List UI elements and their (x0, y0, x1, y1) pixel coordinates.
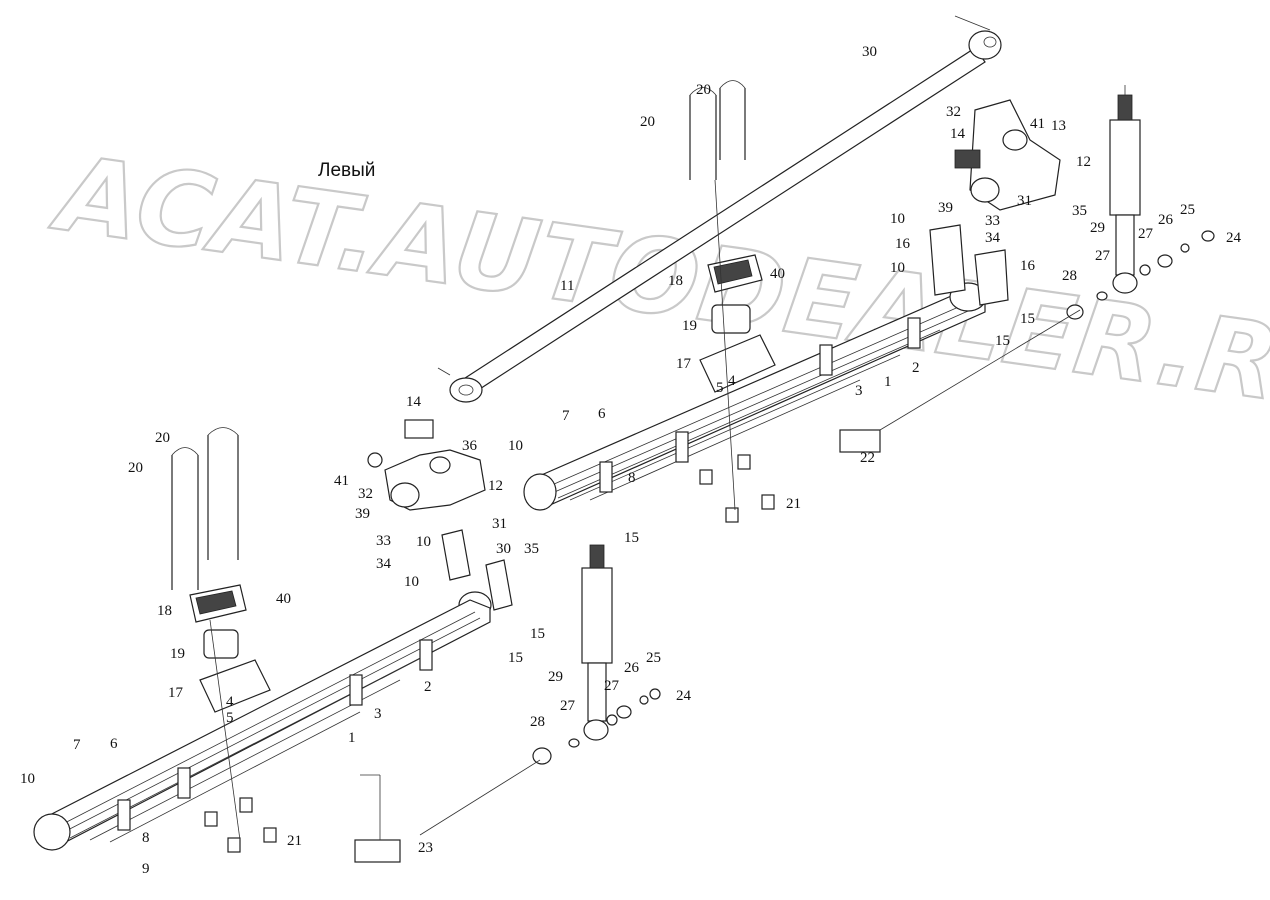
label-25: 25 (1180, 202, 1195, 218)
label-31b: 31 (492, 516, 507, 532)
label-7b: 7 (73, 737, 81, 753)
label-12: 12 (1076, 154, 1091, 170)
label-15b: 15 (995, 333, 1010, 349)
label-32b: 32 (358, 486, 373, 502)
label-33: 33 (985, 213, 1000, 229)
label-15d: 15 (530, 626, 545, 642)
left-shock-absorber (209, 179, 736, 841)
label-16b: 16 (1020, 258, 1036, 274)
label-40a: 40 (770, 266, 785, 282)
left-bracket (367, 419, 513, 619)
part-labels: 30 32 14 41 13 12 31 39 33 34 35 29 27 2… (20, 44, 1242, 877)
label-31: 31 (1017, 193, 1032, 209)
label-33b: 33 (376, 533, 391, 549)
label-21a: 21 (786, 496, 801, 512)
label-28b: 28 (530, 714, 545, 730)
label-18a: 18 (668, 273, 683, 289)
label-5a: 5 (716, 380, 724, 396)
label-39b: 39 (355, 506, 370, 522)
label-4b: 4 (226, 694, 234, 710)
label-26b: 26 (624, 660, 640, 676)
label-20c: 20 (155, 430, 170, 446)
tie-rod (437, 15, 1002, 403)
label-3a: 3 (855, 383, 863, 399)
label-27b: 27 (1095, 248, 1111, 264)
right-shock-absorber (879, 85, 1215, 431)
label-5b: 5 (226, 710, 234, 726)
label-27: 27 (1138, 226, 1154, 242)
label-30: 30 (862, 44, 877, 60)
label-28: 28 (1062, 268, 1077, 284)
label-23: 23 (418, 840, 433, 856)
label-8b: 8 (142, 830, 150, 846)
label-14: 14 (950, 126, 966, 142)
label-29: 29 (1090, 220, 1105, 236)
label-32: 32 (946, 104, 961, 120)
label-8a: 8 (628, 470, 636, 486)
label-41: 41 (1030, 116, 1045, 132)
label-30b: 30 (496, 541, 511, 557)
label-40b: 40 (276, 591, 291, 607)
label-10b: 10 (890, 260, 905, 276)
label-16a: 16 (895, 236, 911, 252)
label-27c: 27 (604, 678, 620, 694)
label-9: 9 (142, 861, 150, 877)
label-14b: 14 (406, 394, 422, 410)
label-20d: 20 (128, 460, 143, 476)
label-3b: 3 (374, 706, 382, 722)
label-10e: 10 (404, 574, 419, 590)
label-24b: 24 (676, 688, 692, 704)
label-34: 34 (985, 230, 1001, 246)
label-1a: 1 (884, 374, 892, 390)
label-15c: 15 (624, 530, 639, 546)
label-4a: 4 (728, 373, 736, 389)
label-41b: 41 (334, 473, 349, 489)
label-21b: 21 (287, 833, 302, 849)
label-24: 24 (1226, 230, 1242, 246)
label-29b: 29 (548, 669, 563, 685)
label-34b: 34 (376, 556, 392, 572)
label-11: 11 (560, 278, 574, 294)
diagram-title: Левый (318, 160, 375, 181)
label-19a: 19 (682, 318, 697, 334)
label-22: 22 (860, 450, 875, 466)
label-27d: 27 (560, 698, 576, 714)
label-12b: 12 (488, 478, 503, 494)
label-2a: 2 (912, 360, 920, 376)
label-26: 26 (1158, 212, 1174, 228)
label-10c: 10 (508, 438, 523, 454)
label-36: 36 (462, 438, 478, 454)
label-7a: 7 (562, 408, 570, 424)
label-20a: 20 (696, 82, 711, 98)
label-6a: 6 (598, 406, 606, 422)
label-17b: 17 (168, 685, 184, 701)
label-35b: 35 (524, 541, 539, 557)
label-1b: 1 (348, 730, 356, 746)
label-10f: 10 (20, 771, 35, 787)
label-25b: 25 (646, 650, 661, 666)
label-17a: 17 (676, 356, 692, 372)
label-10a: 10 (890, 211, 905, 227)
left-leaf-spring (33, 427, 491, 863)
label-10d: 10 (416, 534, 431, 550)
label-6b: 6 (110, 736, 118, 752)
label-35: 35 (1072, 203, 1087, 219)
label-13: 13 (1051, 118, 1066, 134)
watermark-text: ACAT.AUTODEALER.RU (45, 131, 1270, 436)
label-39: 39 (938, 200, 953, 216)
label-20b: 20 (640, 114, 655, 130)
label-15a: 15 (1020, 311, 1035, 327)
label-15e: 15 (508, 650, 523, 666)
right-bracket (929, 99, 1061, 306)
label-2b: 2 (424, 679, 432, 695)
label-18b: 18 (157, 603, 172, 619)
label-19b: 19 (170, 646, 185, 662)
